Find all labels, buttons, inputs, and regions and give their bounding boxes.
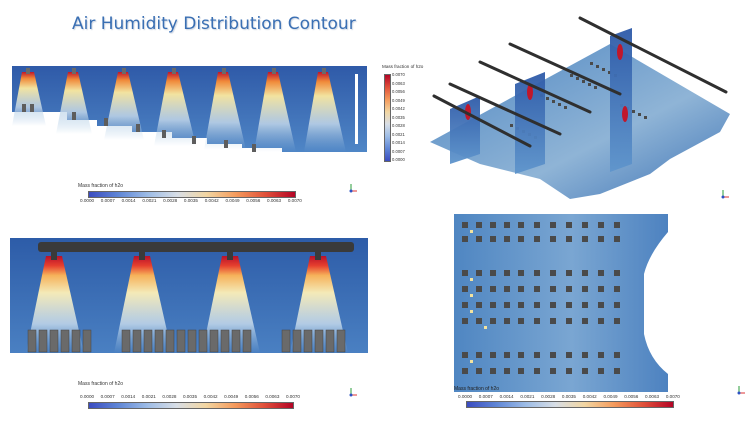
colorbar-panel-1 (88, 191, 296, 198)
contour-panel-plan-view: Mass fraction of h2o (454, 214, 686, 392)
page-title: Air Humidity Distribution Contour (72, 14, 356, 34)
supply-duct (38, 242, 354, 252)
ducts (432, 16, 728, 148)
axes-triad-icon (721, 190, 729, 199)
contour-panel-side-section (12, 66, 367, 158)
vertical-legend-title: Mass fraction of h2o (382, 64, 424, 69)
legend-title-panel-1: Mass fraction of h2o (78, 183, 124, 189)
colorbar-panel-4 (466, 401, 674, 408)
seat-grid (462, 222, 620, 374)
contour-panel-front-section (10, 238, 368, 368)
colorbar-panel-3 (88, 402, 294, 409)
axes-triad-icon (349, 184, 357, 193)
contour-panel-isometric (420, 14, 750, 214)
humidity-plumes (26, 256, 348, 353)
axes-triad-icon (349, 388, 357, 397)
humidity-plumes (12, 72, 346, 152)
legend-title-panel-4: Mass fraction of h2o (454, 386, 499, 392)
seat-rows (27, 329, 346, 353)
seat-rows (22, 104, 256, 152)
axes-triad-icon (737, 386, 745, 395)
legend-title-panel-3: Mass fraction of h2o (78, 381, 124, 387)
